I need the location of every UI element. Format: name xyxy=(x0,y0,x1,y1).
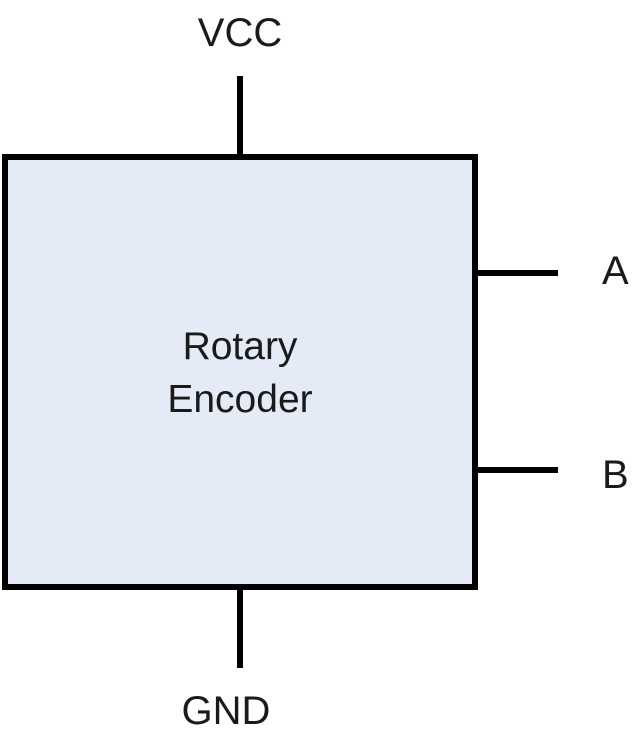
b-pin-label: B xyxy=(602,453,629,497)
gnd-pin-label: GND xyxy=(182,689,271,733)
encoder-name-line2: Encoder xyxy=(167,378,312,421)
vcc-pin-label: VCC xyxy=(198,11,282,55)
a-pin-label: A xyxy=(602,249,629,293)
encoder-body xyxy=(2,154,478,590)
encoder-name-line1: Rotary xyxy=(183,325,298,368)
